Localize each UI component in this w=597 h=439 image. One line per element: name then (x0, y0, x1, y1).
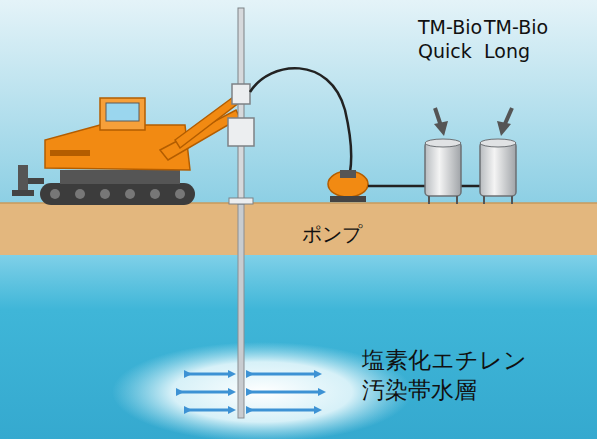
tanks (425, 139, 516, 204)
tank-label: TM-Bio Long (484, 16, 564, 64)
flow-arrows (180, 374, 322, 410)
drill-mast (228, 8, 254, 204)
pump (328, 170, 368, 202)
pump-label: ポンプ (302, 222, 392, 246)
aquifer-label: 塩素化エチレン 汚染帯水層 (362, 346, 538, 406)
leader-arrows (434, 108, 512, 136)
excavator (12, 95, 240, 205)
